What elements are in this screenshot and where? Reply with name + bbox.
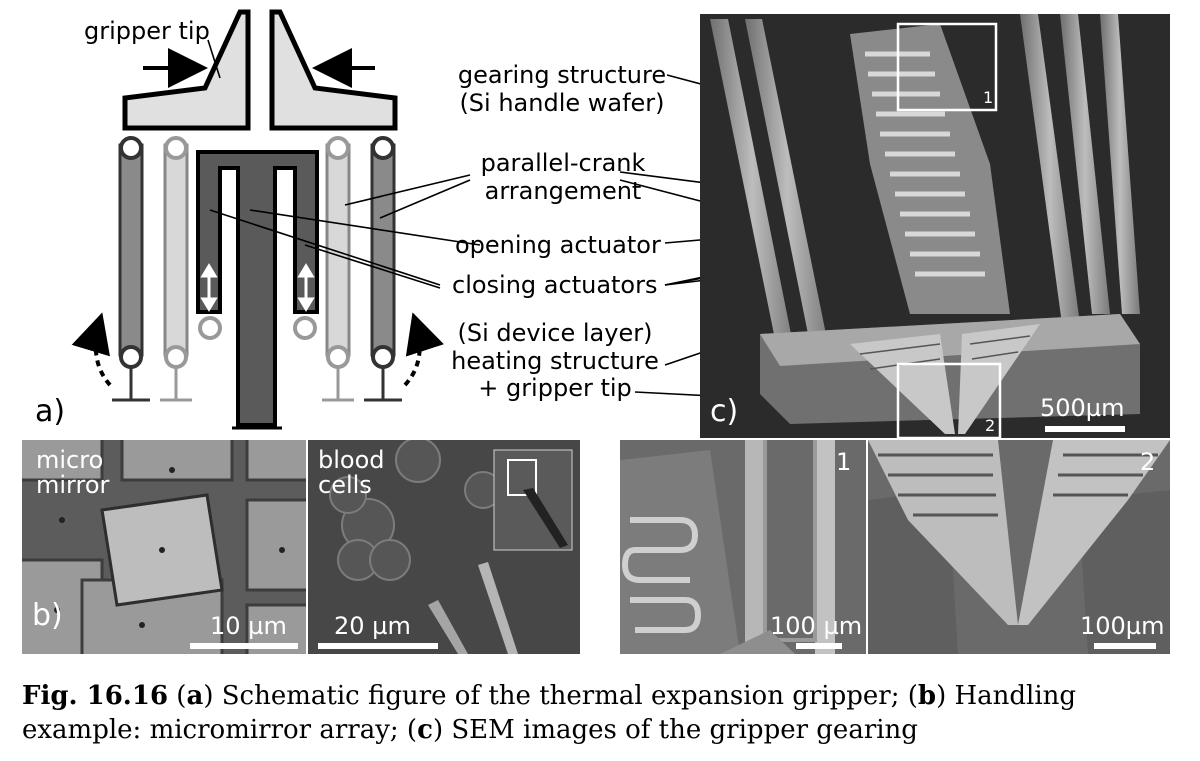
blood-cells-title-line2: cells [318,471,372,500]
detail-1-scale-text: 100 µm [770,612,863,640]
callout-opening-actuator: opening actuator [455,231,661,259]
panel-c-detail-2-drawing [868,440,1170,654]
callout-heating-structure: (Si device layer) heating structure + gr… [445,319,665,403]
micro-mirror-title: micro mirror [36,446,110,500]
panel-b-label: b) [32,598,63,633]
caption-b-letter: b [917,681,937,711]
panel-b-right-scale-text: 20 µm [334,612,411,640]
caption-a-text: Schematic figure of the thermal expansio… [221,681,900,711]
callout-parallel-crank-line1: parallel-crank [480,149,646,177]
micro-mirror-title-line1: micro [36,446,104,474]
panel-b-right-scale-bar [318,643,438,649]
inset-box-2-label: 2 [985,416,996,435]
panel-b-left-scale-bar [190,643,298,649]
detail-2-label: 2 [1140,448,1156,476]
callout-device-layer: (Si device layer) [457,319,653,347]
panel-b-bloodcells-drawing [329,440,573,654]
panel-c-detail-1-drawing [620,440,835,654]
detail-1-scale-bar [796,643,842,649]
panel-b-bloodcells-image: blood cells 20 µm [308,440,580,654]
blood-cells-title-line1: blood [318,446,385,474]
callout-gripper-tip: gripper tip [84,17,210,45]
caption-c-letter: c [417,714,433,745]
callout-heating-structure-line: heating structure [451,346,659,375]
detail-2-scale-bar [1094,643,1156,649]
inset-box-1-label: 1 [983,88,994,107]
callout-gearing-structure-line1: gearing structure [457,61,667,89]
panel-c-detail-2-image: 2 100µm [868,440,1170,654]
detail-1-label: 1 [836,448,852,476]
panel-c-sem-drawing [710,14,1140,438]
callout-gripper-tip-plus: + gripper tip [478,374,632,403]
figure-caption: Fig. 16.16 (a) Schematic figure of the t… [22,681,1077,745]
panel-b-micromirror-drawing [22,440,306,654]
panel-c-scale-bar [1045,426,1125,432]
callout-parallel-crank: parallel-crank arrangement [463,149,663,205]
micro-mirror-title-line2: mirror [36,471,110,500]
panel-c-detail-1-image: 1 100 µm [620,440,866,654]
figure-number: Fig. 16.16 [22,681,169,711]
caption-a-letter: a [186,681,204,711]
panel-a-label: a) [35,394,66,429]
inset-box-1 [896,22,998,112]
callout-gearing-structure-line2: (Si handle wafer) [459,88,665,117]
blood-cells-title: blood cells [318,446,385,500]
detail-2-scale-text: 100µm [1080,612,1165,640]
left-gripper-jaw [122,9,251,131]
caption-b-text: Handling example: micromirror array; [22,681,1077,745]
panel-b-micromirror-image: micro mirror b) 10 µm [22,440,306,654]
detail-2-right-tip [1018,440,1170,625]
callout-gearing-structure: gearing structure (Si handle wafer) [452,61,672,117]
panel-c-label: c) [710,394,739,429]
inset-box-2 [896,362,1002,438]
panel-b-left-scale-text: 10 µm [210,612,287,640]
panel-c-scale-text: 500µm [1040,394,1125,422]
gripper-tip-right [478,562,518,654]
blood-cells-inset-box [507,459,537,496]
panel-c-sem-image: 1 2 c) 500µm [700,14,1170,438]
detail-2-left-tip [868,440,1018,625]
callout-closing-actuators: closing actuators [452,271,658,299]
gripper-tip-left [428,600,468,654]
caption-c-text: SEM images of the gripper gearing [451,714,918,745]
callout-parallel-crank-line2: arrangement [484,176,642,205]
opening-actuator-body [196,150,319,427]
right-gripper-jaw [269,9,398,131]
panel-a-schematic [71,9,481,430]
